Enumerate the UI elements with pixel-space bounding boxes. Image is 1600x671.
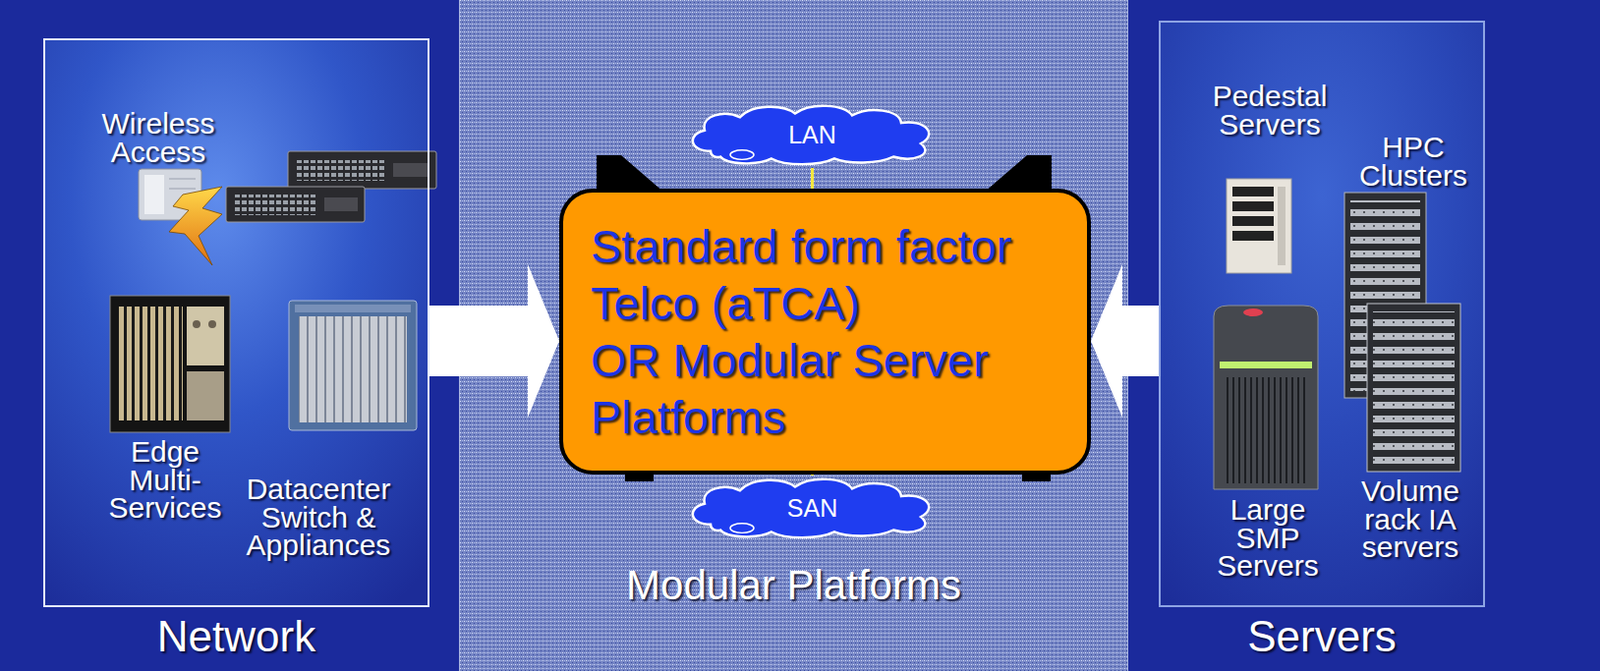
network-switch-icon-part <box>226 186 365 223</box>
cloud-swirl <box>730 523 754 534</box>
picture-caption-wrap: Pedestal Servers <box>1196 82 1344 139</box>
platform-legs-part <box>596 155 665 193</box>
volume-rack-icon <box>1367 303 1461 472</box>
edge-router-icon-part <box>186 306 225 366</box>
smp-server-icon-part <box>1243 308 1263 317</box>
picture-caption: Datacenter Switch & Appliances <box>234 475 402 561</box>
link-line <box>811 474 813 476</box>
edge-router-icon-part <box>110 295 230 433</box>
pedestal-server-icon-part <box>1232 186 1274 197</box>
network-switch-icon-part <box>294 160 385 181</box>
pedestal-server-icon <box>1226 178 1292 274</box>
picture-caption: Pedestal Servers <box>1196 82 1344 139</box>
cloud-swirl <box>730 150 754 161</box>
block-arrow-shaft <box>429 305 529 377</box>
network-switch-icon-part <box>393 163 429 177</box>
panel-fill-part <box>1158 20 1486 608</box>
picture-caption: HPC Clusters <box>1349 133 1478 190</box>
picture-caption-wrap: Wireless Access <box>89 110 228 167</box>
pedestal-server-icon-part <box>1232 201 1274 212</box>
datacenter-switch-icon <box>288 300 417 431</box>
wireless-access-icon-part <box>144 174 165 215</box>
platform-text: OR Modular Server Platforms <box>590 332 1068 447</box>
picture-caption-wrap: HPC Clusters <box>1349 133 1478 190</box>
wireless-access-icon-part <box>169 188 196 190</box>
block-arrow <box>429 264 560 418</box>
pedestal-server-icon-part <box>1232 230 1274 241</box>
section-heading: Servers <box>1121 613 1523 661</box>
lan-cloud: LAN <box>681 102 944 169</box>
edge-router-icon-part <box>186 371 225 421</box>
picture-caption-wrap: Datacenter Switch & Appliances <box>234 475 402 561</box>
network-switch-icon <box>226 151 437 223</box>
network-name: SAN <box>787 495 838 523</box>
volume-rack-icon-part <box>1372 311 1455 465</box>
volume-rack-icon-part <box>1367 303 1461 472</box>
panel-fill-part <box>43 38 430 608</box>
edge-router-icon-part <box>117 306 183 421</box>
link-line-path <box>810 168 814 189</box>
pedestal-server-icon-part <box>1226 178 1292 274</box>
block-arrow-head <box>1090 264 1123 418</box>
link-line <box>811 168 813 189</box>
datacenter-switch-icon-part <box>288 300 417 431</box>
smp-server-icon-part <box>1213 305 1318 490</box>
platform-box: Standard form factor Telco (aTCA)OR Modu… <box>559 188 1091 475</box>
block-arrow-head <box>527 264 560 418</box>
datacenter-switch-icon-part <box>294 304 411 313</box>
heading-wrap: Network <box>5 613 467 661</box>
pedestal-server-icon-part <box>1277 186 1286 266</box>
block-arrow <box>1090 264 1159 418</box>
san-cloud: SAN <box>681 475 944 542</box>
smp-server-icon-part <box>1219 361 1313 369</box>
picture-caption: Volume rack IA servers <box>1341 477 1480 563</box>
heading-wrap: Modular Platforms <box>419 563 1168 609</box>
edge-router-icon-part <box>208 320 217 329</box>
smp-server-icon-part <box>1222 377 1310 484</box>
section-heading: Modular Platforms <box>419 563 1168 609</box>
wireless-access-icon-part <box>169 178 196 180</box>
network-switch-icon-part <box>232 194 316 216</box>
datacenter-switch-icon-part <box>298 316 407 423</box>
platform-legs-part <box>983 155 1052 193</box>
platform-text: Standard form factor Telco (aTCA) <box>590 218 1068 333</box>
smp-server-icon <box>1213 305 1318 490</box>
edge-router-icon-part <box>192 320 201 329</box>
cloud-outline <box>692 106 929 165</box>
wireless-access-icon <box>138 169 223 266</box>
network-switch-icon-part <box>287 151 437 189</box>
heading-wrap: Servers <box>1121 613 1523 661</box>
picture-caption: Large SMP Servers <box>1208 496 1327 581</box>
modular-region: Modular PlatformsLANStandard form factor… <box>458 0 1129 671</box>
picture-caption-wrap: Volume rack IA servers <box>1341 477 1480 563</box>
edge-router-icon <box>110 295 230 433</box>
picture-caption: Wireless Access <box>89 110 228 167</box>
cloud-outline <box>692 479 929 538</box>
picture-caption: Edge Multi-Services <box>101 438 229 523</box>
panel-fill <box>43 20 1486 608</box>
picture-caption-wrap: Large SMP Servers <box>1208 496 1327 581</box>
section-heading: Network <box>5 613 467 661</box>
block-arrow-shaft <box>1121 305 1159 377</box>
picture-caption-wrap: Edge Multi-Services <box>101 438 229 523</box>
link-line-path <box>810 474 814 476</box>
wireless-access-icon-part <box>169 186 223 266</box>
network-switch-icon-part <box>324 197 358 212</box>
pedestal-server-icon-part <box>1232 216 1274 227</box>
network-name: LAN <box>788 121 837 150</box>
